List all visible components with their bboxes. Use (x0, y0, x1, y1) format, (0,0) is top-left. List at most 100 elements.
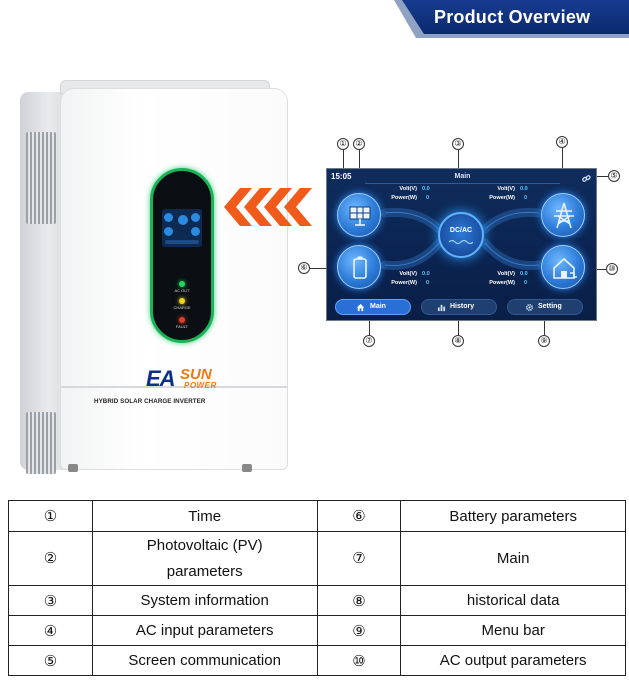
screen-title: Main (454, 173, 471, 180)
logo-power: POWER (184, 381, 217, 390)
ac-in-volt-label: Volt(V) (497, 186, 515, 192)
logo-ea: EA (146, 366, 176, 391)
led-charge (179, 298, 185, 304)
callout-6-line (310, 268, 338, 269)
led-label-charge: CHARGE (173, 305, 191, 310)
callout-8-line (458, 315, 459, 335)
callout-7-line (369, 315, 370, 335)
sine-wave-icon (449, 239, 473, 245)
callout-5-line (590, 176, 608, 177)
screen-tab-main-label: Main (370, 303, 386, 310)
table-row: ⑤ Screen communication ⑩ AC output param… (8, 645, 626, 676)
callout-2: ② (353, 138, 365, 150)
table-row: ③ System information ⑧ historical data (8, 585, 626, 616)
ac-in-power-label: Power(W) (489, 195, 515, 201)
battery-icon (353, 256, 367, 279)
screen-tab-history-label: History (450, 303, 475, 310)
callout-3: ③ (452, 138, 464, 150)
ac-out-power-value: 0 (524, 280, 528, 286)
legend-description: Main (400, 531, 626, 586)
inverter-touch-screen: 15:05 Main (326, 168, 597, 321)
mini-node-icon (178, 215, 188, 225)
solar-panel-icon (349, 206, 371, 226)
legend-number: ⑤ (8, 645, 93, 676)
legend-description-line1: Photovoltaic (PV) (146, 536, 263, 554)
legend-description: AC output parameters (400, 645, 626, 676)
logo-sun: SUN (180, 366, 212, 383)
pv-node[interactable] (337, 193, 381, 237)
easun-power-logo: EA SUN POWER (146, 366, 256, 396)
dc-ac-center-node[interactable]: DC/AC (438, 212, 484, 258)
dc-ac-label: DC/AC (449, 227, 473, 234)
legend-number: ⑨ (316, 615, 402, 646)
device-display-pill: AC OUT CHARGE FAULT (150, 168, 214, 343)
table-row: ④ AC input parameters ⑨ Menu bar (8, 615, 626, 646)
ac-input-node[interactable] (541, 193, 585, 237)
energy-flow-lines (380, 207, 544, 271)
callout-7: ⑦ (363, 335, 375, 347)
legend-description: Screen communication (91, 645, 318, 676)
mini-nav-bar (165, 240, 199, 244)
legend-number: ② (8, 531, 93, 586)
mini-node-icon (191, 227, 200, 236)
legend-number: ⑥ (316, 500, 402, 532)
device-divider (60, 386, 288, 388)
callout-5: ⑤ (608, 170, 620, 182)
legend-number: ④ (8, 615, 93, 646)
link-icon[interactable] (582, 174, 591, 183)
legend-number: ⑧ (316, 585, 402, 616)
battery-power-value: 0 (426, 280, 430, 286)
callout-6: ⑥ (298, 262, 310, 274)
callout-9-line (544, 315, 545, 335)
ac-out-volt-value: 0.0 (520, 271, 528, 277)
pv-power-value: 0 (426, 195, 430, 201)
legend-description: Battery parameters (400, 500, 626, 532)
led-label-fault: FAULT (175, 324, 189, 329)
callout-4: ④ (556, 136, 568, 148)
ac-in-volt-value: 0.0 (520, 186, 528, 192)
ac-in-power-value: 0 (524, 195, 528, 201)
mini-node-icon (164, 227, 173, 236)
mini-node-icon (164, 213, 173, 222)
mini-node-icon (191, 213, 200, 222)
power-tower-icon (554, 202, 574, 229)
page-title: Product Overview (434, 7, 591, 27)
screen-tab-setting-label: Setting (538, 303, 562, 310)
screen-time: 15:05 (331, 172, 352, 181)
screen-title-underline (365, 183, 560, 184)
product-overview-banner: Product Overview (394, 0, 629, 38)
vent-grille-bottom (26, 412, 56, 474)
device-foot-right (242, 464, 252, 472)
callout-1: ① (337, 138, 349, 150)
battery-node[interactable] (337, 245, 381, 289)
vent-grille-top (26, 132, 56, 224)
device-mini-screen (162, 209, 202, 247)
table-row: ② Photovoltaic (PV) parameters ⑦ Main (8, 531, 626, 586)
pv-power-label: Power(W) (391, 195, 417, 201)
led-label-ac-out: AC OUT (174, 288, 190, 293)
chevron-arrows-icon (224, 188, 312, 226)
screen-tab-setting[interactable]: Setting (507, 299, 583, 315)
legend-description: historical data (400, 585, 626, 616)
callout-9: ⑨ (538, 335, 550, 347)
battery-volt-value: 0.0 (422, 271, 430, 277)
bar-chart-icon (437, 304, 446, 312)
legend-number: ③ (8, 585, 93, 616)
inverter-device-image: AC OUT CHARGE FAULT EA SUN POWER HYBRID … (20, 80, 290, 475)
legend-number: ① (8, 500, 93, 532)
ac-output-node[interactable] (541, 245, 585, 289)
led-fault (179, 317, 185, 323)
led-ac-out (179, 281, 185, 287)
callout-10: ⑩ (606, 263, 618, 275)
battery-power-label: Power(W) (391, 280, 417, 286)
banner-background (402, 0, 629, 34)
legend-number: ⑩ (316, 645, 402, 676)
home-icon (356, 303, 365, 312)
gear-icon (525, 303, 534, 312)
callout-8: ⑧ (452, 335, 464, 347)
house-plug-icon (553, 257, 577, 279)
legend-description: AC input parameters (91, 615, 318, 646)
screen-tab-main[interactable]: Main (335, 299, 411, 315)
legend-description: Time (91, 500, 318, 532)
screen-tab-history[interactable]: History (421, 299, 497, 315)
